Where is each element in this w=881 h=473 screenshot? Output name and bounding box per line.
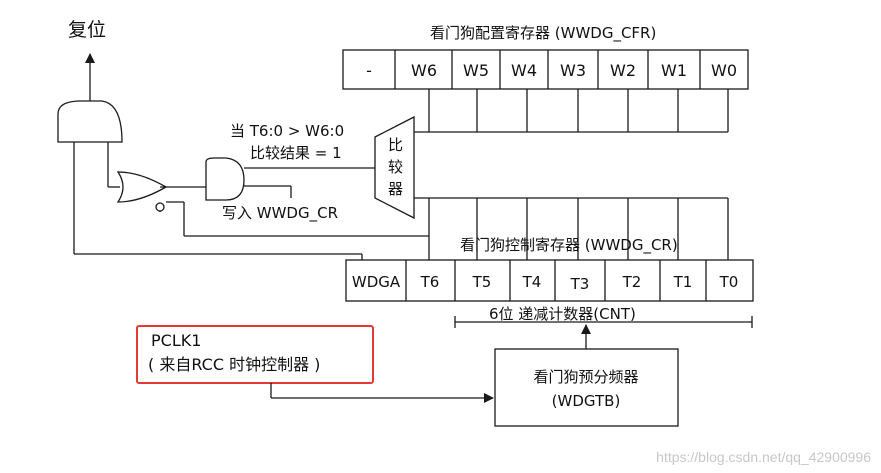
cr-bit: T4 (522, 273, 542, 291)
pclk-name: PCLK1 (151, 331, 201, 350)
pclk-source: ( 来自RCC 时钟控制器 ) (148, 355, 320, 374)
cfr-title: 看门狗配置寄存器 (WWDG_CFR) (430, 24, 656, 43)
cfr-bit: - (366, 61, 372, 80)
cfr-bit: W4 (511, 61, 537, 80)
cfr-register: - W6 W5 W4 W3 W2 W1 W0 (342, 49, 749, 90)
cr-bit: T5 (472, 273, 492, 291)
prescaler-name: 看门狗预分频器 (533, 368, 638, 386)
cfr-bit: W3 (560, 61, 586, 80)
compare-condition-label: 当 T6:0 > W6:0 (230, 122, 344, 140)
or-gate-inverter-bubble (155, 202, 165, 212)
counter-label: 6位 递减计数器(CNT) (489, 305, 636, 323)
comparator-char-3: 器 (388, 180, 403, 198)
prescaler-reg: (WDGTB) (552, 392, 621, 410)
cr-bit: T2 (622, 273, 642, 291)
cfr-bit: W6 (411, 61, 437, 80)
cfr-bit: W0 (711, 61, 737, 80)
cr-bit: T1 (673, 273, 693, 291)
compare-result-label: 比较结果 = 1 (250, 144, 342, 162)
compare-and-gate (205, 157, 245, 201)
cr-register: WDGA T6 T5 T4 T3 T2 T1 T0 (345, 259, 754, 302)
cfr-bit: W1 (661, 61, 687, 80)
cfr-bit: W2 (610, 61, 636, 80)
or-gate (116, 171, 168, 203)
cfr-bit: W5 (463, 61, 489, 80)
write-cr-label: 写入 WWDG_CR (222, 204, 338, 223)
cr-bit-wires (428, 198, 729, 260)
cfr-bit-wires (428, 89, 729, 132)
cr-title: 看门狗控制寄存器 (WWDG_CR) (460, 236, 678, 255)
prescaler-box (494, 348, 679, 427)
pclk-highlight-box (136, 325, 374, 384)
reset-label: 复位 (68, 19, 106, 41)
comparator-char-1: 比 (388, 136, 403, 154)
cr-bit: T6 (420, 273, 440, 291)
cr-bit: WDGA (352, 273, 401, 291)
cr-bit: T3 (570, 275, 590, 293)
reset-and-gate (57, 100, 123, 143)
comparator (374, 115, 415, 220)
watermark: https://blog.csdn.net/qq_42900996 (656, 449, 871, 465)
comparator-char-2: 较 (388, 158, 403, 176)
cr-bit: T0 (719, 273, 739, 291)
